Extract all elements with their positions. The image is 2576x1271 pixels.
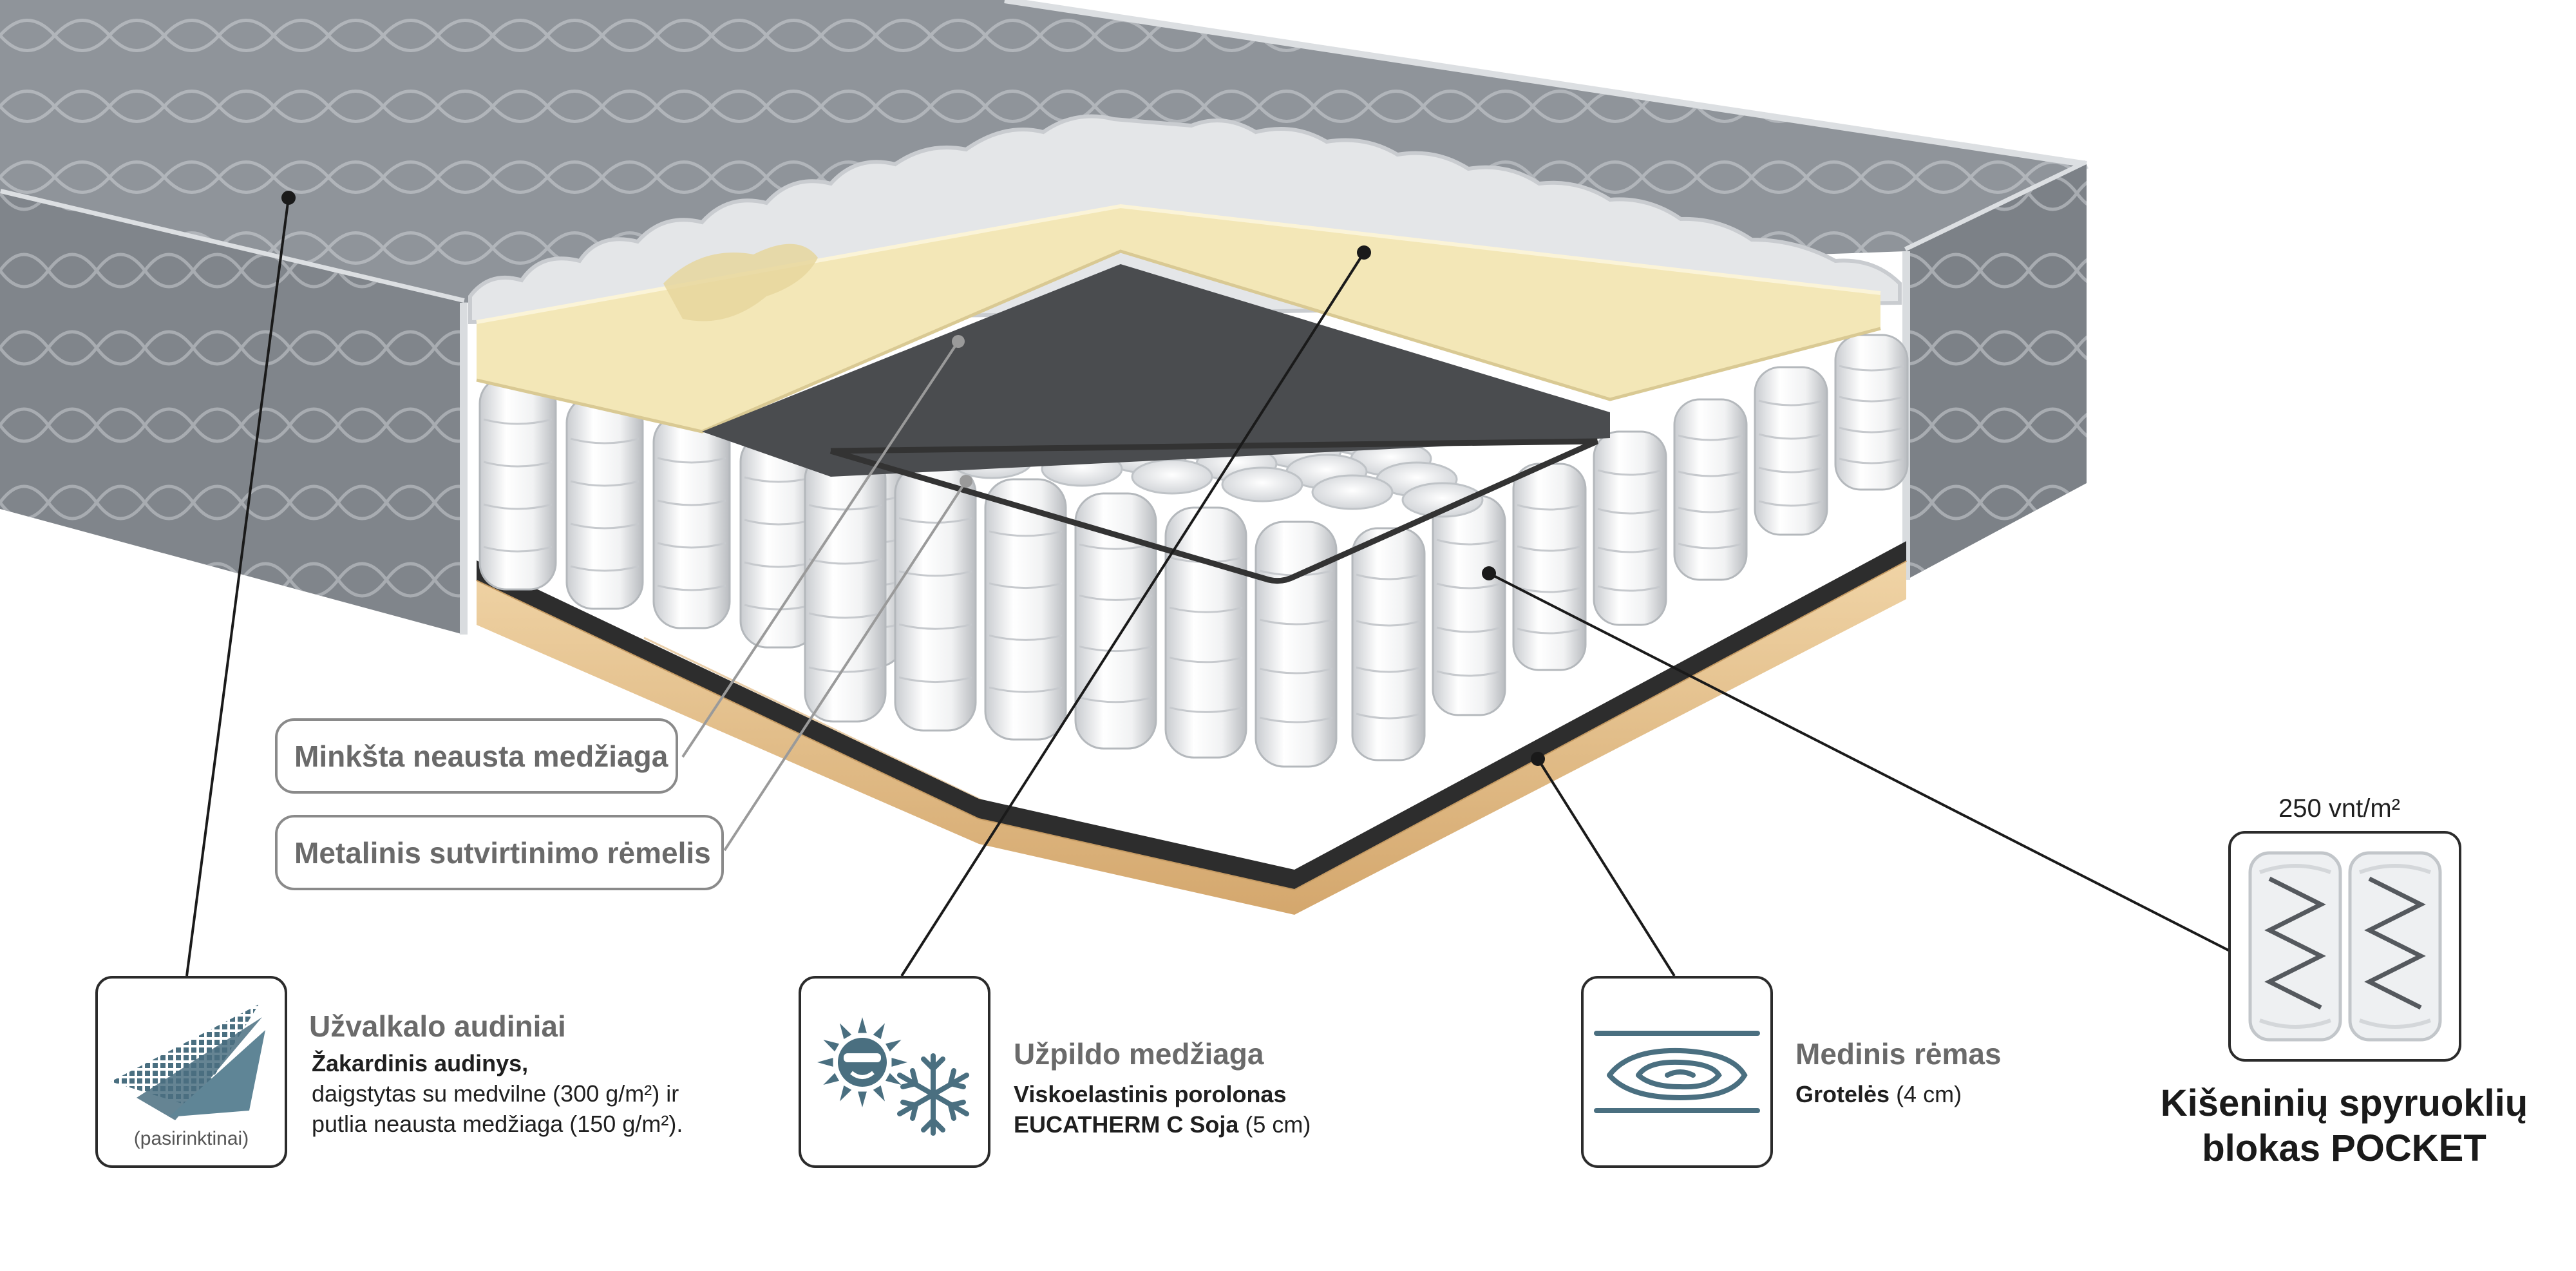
label-minksta-neausta: Minkšta neausta medžiaga xyxy=(275,718,678,794)
marker-dot-uzpildo xyxy=(1357,245,1371,260)
pocket-title-line2: blokas POCKET xyxy=(2202,1127,2486,1169)
uzvalkalo-line2: daigstytas su medvilne (300 g/m²) ir xyxy=(312,1080,679,1107)
spring-column xyxy=(804,450,887,723)
marker-dot-pocket xyxy=(1482,566,1496,580)
spring-column xyxy=(1834,334,1909,491)
uzvalkalo-title: Užvalkalo audiniai xyxy=(309,1009,566,1043)
marker-dot-uzvalkalo xyxy=(281,191,296,205)
sun-ray xyxy=(891,1058,907,1067)
leader-metalinis xyxy=(723,480,967,852)
spring-column xyxy=(1432,495,1506,716)
fabric-layers-icon xyxy=(111,1004,265,1120)
snowflake-icon xyxy=(897,1053,969,1136)
sun-ray xyxy=(873,1085,885,1102)
uzpildo-line2: EUCATHERM C Soja (5 cm) xyxy=(1014,1110,1311,1139)
uzpildo-line2-bold: EUCATHERM C Soja xyxy=(1014,1111,1239,1138)
medinis-line1-bold: Grotelės xyxy=(1795,1081,1890,1107)
spring-column xyxy=(1673,398,1748,581)
spring-top xyxy=(1311,474,1394,510)
medinis-line1: Grotelės (4 cm) xyxy=(1795,1080,1962,1109)
temperature-icon-box xyxy=(799,976,990,1168)
uzpildo-line1: Viskoelastinis porolonas xyxy=(1014,1080,1286,1109)
spring-column xyxy=(1593,430,1667,626)
sun-ray xyxy=(840,1085,852,1102)
sun-snowflake-icon xyxy=(817,1017,969,1136)
sun-ray xyxy=(858,1091,867,1107)
spring-column xyxy=(1351,527,1426,761)
uzvalkalo-line3: putlia neausta medžiaga (150 g/m²). xyxy=(312,1111,683,1137)
sun-ray xyxy=(885,1040,902,1052)
hand-print xyxy=(663,244,818,321)
wooden-base xyxy=(477,560,1906,915)
label-metalinis-remelis: Metalinis sutvirtinimo rėmelis xyxy=(275,815,724,890)
sun-ray xyxy=(823,1073,840,1085)
sun-ray xyxy=(823,1040,840,1052)
leader-pocket xyxy=(1488,572,2235,955)
uzpildo-line2-rest: (5 cm) xyxy=(1238,1111,1311,1138)
pocket-springs-icon xyxy=(2248,851,2442,1042)
spring-column xyxy=(1074,492,1157,750)
spring-top xyxy=(1401,482,1484,518)
spring-column xyxy=(984,478,1067,741)
medinis-line1-rest: (4 cm) xyxy=(1889,1081,1962,1107)
uzpildo-title: Užpildo medžiaga xyxy=(1014,1037,1264,1071)
marker-dot-medinis xyxy=(1531,752,1545,766)
sun-ray xyxy=(840,1023,852,1040)
sun-ray xyxy=(817,1058,833,1067)
nonwoven-layer xyxy=(702,264,1610,477)
springs-icon-box xyxy=(2228,831,2461,1062)
fabric-icon-caption: (pasirinktinai) xyxy=(133,1128,249,1149)
spring-top xyxy=(1221,466,1303,502)
spring-column xyxy=(1754,366,1828,536)
leader-minksta xyxy=(681,340,960,758)
wood-grain-icon xyxy=(1594,1031,1760,1113)
pocket-density: 250 vnt/m² xyxy=(2278,794,2400,823)
metal-frame xyxy=(829,438,1598,584)
pocket-title-line1: Kišeninių spyruoklių xyxy=(2160,1082,2528,1124)
wood-icon-box xyxy=(1581,976,1773,1168)
sun-ray xyxy=(885,1073,902,1085)
leader-uzvalkalo xyxy=(185,197,290,977)
uzvalkalo-line1-bold: Žakardinis audinys, xyxy=(312,1050,529,1076)
foam-layer xyxy=(477,206,1880,432)
spring-column xyxy=(739,434,818,649)
leader-uzpildo xyxy=(900,251,1365,977)
uzvalkalo-line1: Žakardinis audinys, xyxy=(312,1049,528,1078)
sun-ray xyxy=(873,1023,885,1040)
spring-column xyxy=(565,395,644,610)
spring-top xyxy=(1131,459,1213,495)
label-metalinis-text: Metalinis sutvirtinimo rėmelis xyxy=(294,836,711,870)
marker-dot-minksta xyxy=(952,335,965,348)
spring-column xyxy=(652,414,731,629)
uzpildo-line1-bold: Viskoelastinis porolonas xyxy=(1014,1081,1287,1107)
label-minksta-text: Minkšta neausta medžiaga xyxy=(294,739,668,773)
pocket-springs-inner xyxy=(804,334,1909,768)
leader-medinis xyxy=(1537,758,1676,977)
medinis-title: Medinis rėmas xyxy=(1795,1037,2002,1071)
marker-dot-metalinis xyxy=(960,475,972,488)
sun-ray xyxy=(858,1017,867,1033)
fabric-icon-box: (pasirinktinai) xyxy=(95,976,287,1168)
